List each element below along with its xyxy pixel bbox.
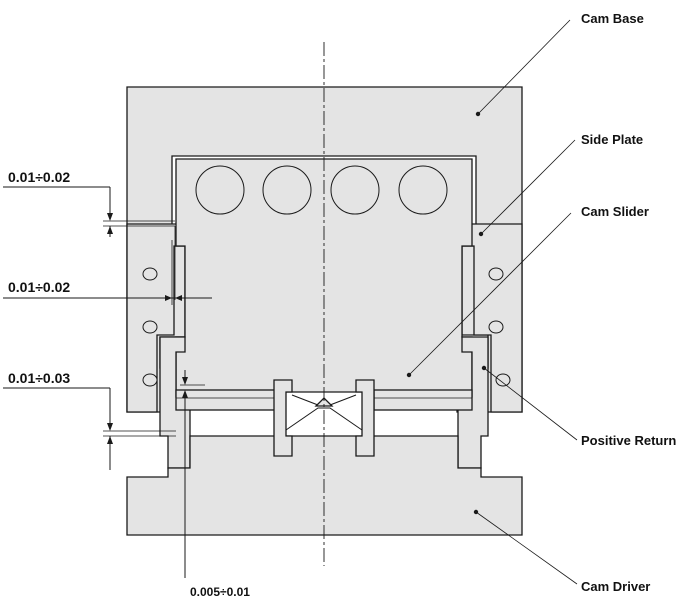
wear-strip-right: [373, 389, 473, 411]
dim-bottom-arrow: [182, 377, 188, 385]
label-cam-driver: Cam Driver: [581, 579, 650, 594]
label-cam-slider: Cam Slider: [581, 204, 649, 219]
dim-label-side: 0.01÷0.02: [8, 279, 70, 295]
side-plate-hole: [142, 373, 158, 387]
central-wedge-lower: [285, 407, 363, 431]
dim-side-arrow2: [175, 295, 182, 301]
leader-dot: [481, 365, 487, 371]
leader-cam-slider: [408, 212, 572, 376]
side-plate-hole: [495, 373, 511, 387]
guide-block-right: [355, 379, 375, 457]
leader-dot: [475, 111, 481, 117]
leader-side-plate: [480, 139, 576, 235]
guide-block-left: [273, 379, 293, 457]
slider-bore: [262, 165, 312, 215]
side-plate-hole: [142, 320, 158, 334]
leader-dot: [406, 372, 412, 378]
dim-top-arrow2: [107, 226, 113, 234]
dim-label-top: 0.01÷0.02: [8, 169, 70, 185]
label-side-plate: Side Plate: [581, 132, 643, 147]
leader-positive-return: [483, 367, 578, 441]
side-plate-hole: [142, 267, 158, 281]
dim-bottom-arrow2: [182, 390, 188, 398]
label-positive-return: Positive Return: [581, 433, 676, 448]
slider-bore: [398, 165, 448, 215]
slider-bore: [330, 165, 380, 215]
dim-side-arrow: [165, 295, 172, 301]
dim-return-arrow: [107, 423, 113, 431]
dim-label-return: 0.01÷0.03: [8, 370, 70, 386]
side-plate-hole: [488, 320, 504, 334]
leader-dot: [478, 231, 484, 237]
leader-cam-base: [477, 19, 571, 115]
dim-return-arrow2: [107, 436, 113, 444]
leader-dot: [473, 509, 479, 515]
label-cam-base: Cam Base: [581, 11, 644, 26]
slider-bore: [195, 165, 245, 215]
cam-driver-body: [126, 435, 523, 536]
leader-cam-driver: [475, 511, 578, 585]
wear-strip-left: [175, 389, 277, 411]
dim-top-arrow: [107, 213, 113, 221]
dim-label-bottom: 0.005÷0.01: [190, 585, 250, 599]
side-plate-hole: [488, 267, 504, 281]
